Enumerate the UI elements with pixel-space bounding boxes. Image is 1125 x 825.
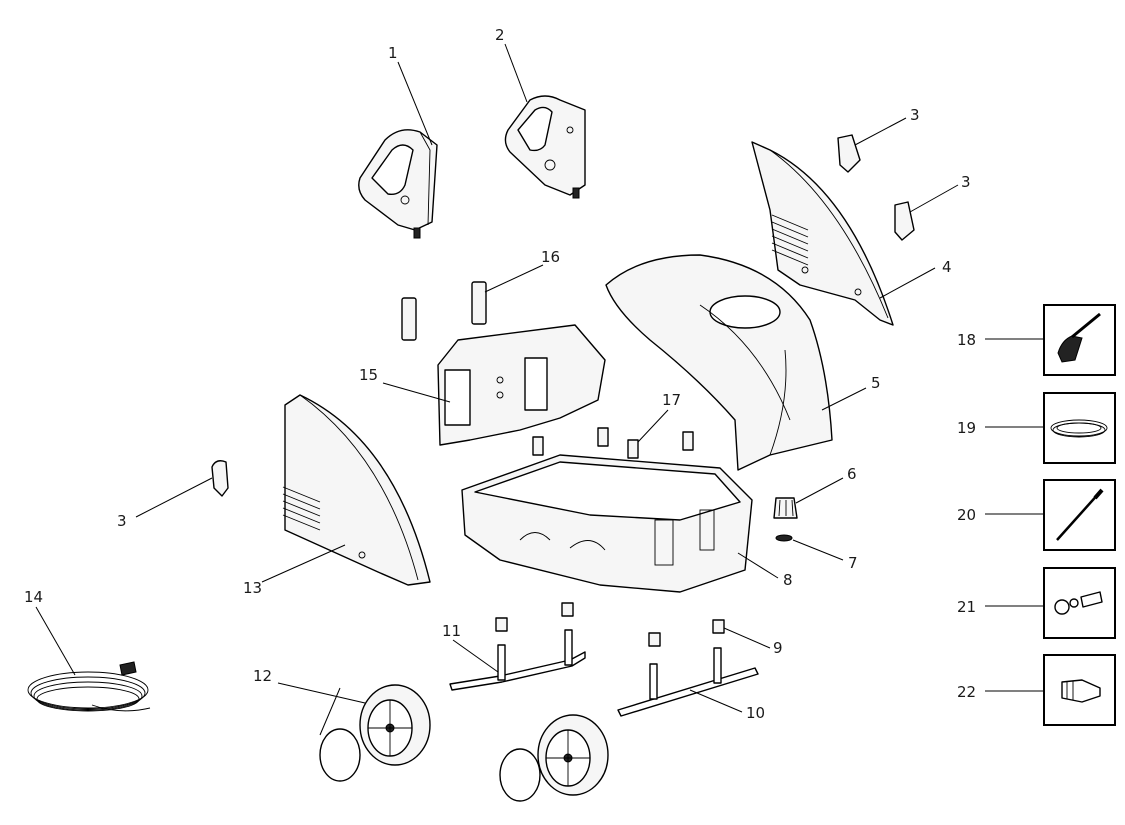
part-3-clip-b	[894, 201, 915, 241]
part-12-wheel-b	[499, 714, 609, 802]
callout-6: 6	[847, 465, 857, 483]
part-16-insert-b	[471, 281, 487, 325]
callout-18: 18	[957, 331, 976, 349]
callout-16: 16	[541, 248, 560, 266]
callout-20: 20	[957, 506, 976, 524]
callout-7: 7	[848, 554, 858, 572]
part-3-clip-c	[211, 460, 229, 497]
part-10-axle-frame	[617, 647, 759, 717]
part-21-box	[1043, 567, 1116, 639]
part-11-axle-frame	[449, 629, 586, 691]
callout-14: 14	[24, 588, 43, 606]
callout-5: 5	[871, 374, 881, 392]
callout-1: 1	[388, 44, 398, 62]
callout-4: 4	[942, 258, 952, 276]
part-16-insert-a	[401, 297, 417, 341]
part-19-box	[1043, 392, 1116, 464]
callout-17: 17	[662, 391, 681, 409]
part-22-box	[1043, 654, 1116, 726]
part-1-handle	[358, 129, 438, 239]
part-5-hood	[605, 254, 833, 471]
part-18-box	[1043, 304, 1116, 376]
part-17-spacers	[532, 427, 694, 459]
part-13-side-panel	[282, 394, 431, 586]
part-2-handle	[504, 95, 586, 199]
part-15-rear-panel	[437, 324, 606, 446]
callout-8: 8	[783, 571, 793, 589]
callout-21: 21	[957, 598, 976, 616]
callout-3a: 3	[910, 106, 920, 124]
part-6-cap	[773, 497, 798, 519]
part-20-box	[1043, 479, 1116, 551]
callout-22: 22	[957, 683, 976, 701]
part-3-clip-a	[837, 134, 861, 173]
leader-lines	[35, 43, 1044, 736]
part-7-washer	[775, 534, 793, 542]
callout-13: 13	[243, 579, 262, 597]
callout-3b: 3	[961, 173, 971, 191]
callout-15: 15	[359, 366, 378, 384]
callout-labels: 1 2 3 3 3 4 5 6 7 8 9 10 11 12 13 14 15 …	[24, 26, 976, 722]
part-4-side-panel	[751, 141, 894, 326]
callout-2: 2	[495, 26, 505, 44]
part-12-wheel-a	[319, 684, 431, 782]
callout-11: 11	[442, 622, 461, 640]
part-9-bushings	[495, 602, 725, 647]
callout-10: 10	[746, 704, 765, 722]
callout-3c: 3	[117, 512, 127, 530]
callout-19: 19	[957, 419, 976, 437]
part-14-power-cord	[27, 661, 151, 712]
callout-9: 9	[773, 639, 783, 657]
callout-12: 12	[253, 667, 272, 685]
part-8-base	[461, 454, 753, 593]
